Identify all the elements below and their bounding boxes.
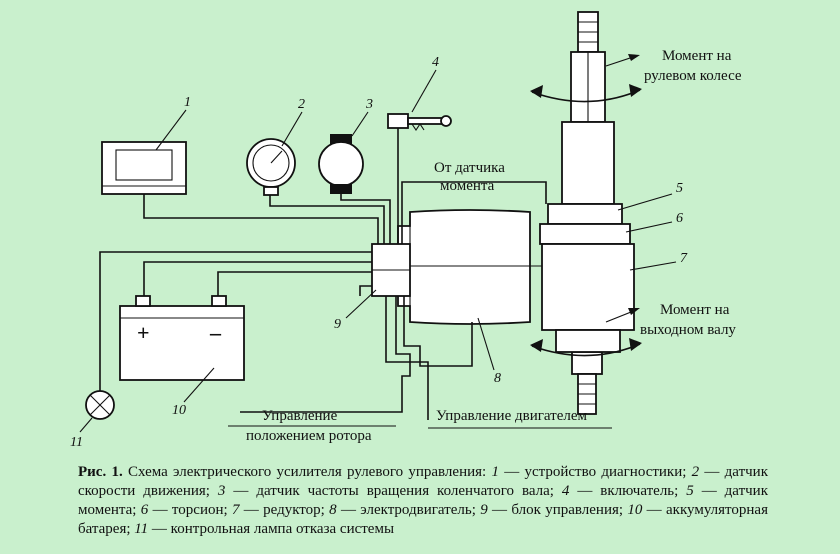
caption-item: 9 — блок управления; bbox=[480, 502, 628, 518]
part-numbers: 1 2 3 4 5 6 7 8 9 10 11 bbox=[70, 55, 688, 450]
label-9: 9 bbox=[334, 317, 341, 332]
torque-arrow-output bbox=[530, 308, 642, 357]
motor-control-label: Управление двигателем bbox=[436, 408, 587, 424]
from-sensor-label-1: От датчика bbox=[434, 160, 505, 176]
label-2: 2 bbox=[298, 97, 305, 112]
torque-arrow-wheel bbox=[530, 54, 642, 103]
caption-item: 1 — устройство диагностики; bbox=[491, 464, 692, 480]
label-5: 5 bbox=[676, 181, 683, 196]
from-sensor-label-2: момента bbox=[440, 178, 495, 194]
rotor-control-label-1: Управление bbox=[262, 408, 338, 424]
torque-output-label-1: Момент на bbox=[660, 302, 730, 318]
torque-wheel-label-2: рулевом колесе bbox=[644, 68, 742, 84]
caption-item: 10 — аккумуляторная батарея; bbox=[78, 502, 768, 537]
torque-output-label-2: выходном валу bbox=[640, 322, 736, 338]
battery-10 bbox=[119, 295, 245, 381]
battery-plus-sign: + bbox=[137, 320, 150, 345]
caption-item: 11 — контрольная лампа отказа системы bbox=[134, 521, 395, 537]
label-11: 11 bbox=[70, 435, 83, 450]
ignition-switch-4 bbox=[387, 113, 452, 131]
caption-item: 7 — редуктор; bbox=[231, 502, 330, 518]
caption-item: 2 — датчик скорости движения; bbox=[78, 464, 768, 499]
torque-sensor-5 bbox=[547, 203, 623, 225]
electric-motor-8 bbox=[397, 209, 542, 325]
warning-lamp-11 bbox=[85, 390, 115, 420]
caption-figure-label: Рис. 1. bbox=[78, 464, 123, 480]
torsion-bar-6 bbox=[539, 223, 631, 245]
label-7: 7 bbox=[680, 251, 688, 266]
caption-item: 8 — электродвигатель; bbox=[329, 502, 481, 518]
label-8: 8 bbox=[494, 371, 501, 386]
caption-item: 5 — датчик момента; bbox=[78, 483, 768, 518]
battery-minus-sign: – bbox=[209, 320, 222, 345]
reducer-7 bbox=[541, 243, 635, 353]
label-1: 1 bbox=[184, 95, 191, 110]
leader-lines bbox=[79, 69, 677, 433]
caption-item: 4 — включатель; bbox=[561, 483, 687, 499]
caption-item: 6 — торсион; bbox=[140, 502, 232, 518]
crank-rpm-sensor-3 bbox=[318, 134, 364, 194]
eps-schematic: 1 2 3 4 5 6 7 8 9 10 11 + – Момент на ру… bbox=[70, 11, 742, 450]
caption-item: 3 — датчик частоты вращения коленчатого … bbox=[217, 483, 562, 499]
torque-wheel-label-1: Момент на bbox=[662, 48, 732, 64]
speed-sensor-2 bbox=[246, 138, 296, 196]
label-10: 10 bbox=[172, 403, 186, 418]
caption-title: Схема электрического усилителя рулевого … bbox=[122, 464, 492, 480]
control-unit-9 bbox=[371, 243, 411, 297]
label-6: 6 bbox=[676, 211, 683, 226]
label-3: 3 bbox=[365, 97, 373, 112]
label-4: 4 bbox=[432, 55, 439, 70]
rotor-control-label-2: положением ротора bbox=[246, 428, 372, 444]
figure-caption: Рис. 1. Схема электрического усилителя р… bbox=[78, 463, 768, 539]
steering-shaft bbox=[561, 11, 615, 415]
wiring bbox=[99, 128, 547, 420]
diagnostic-device-1 bbox=[101, 141, 187, 195]
